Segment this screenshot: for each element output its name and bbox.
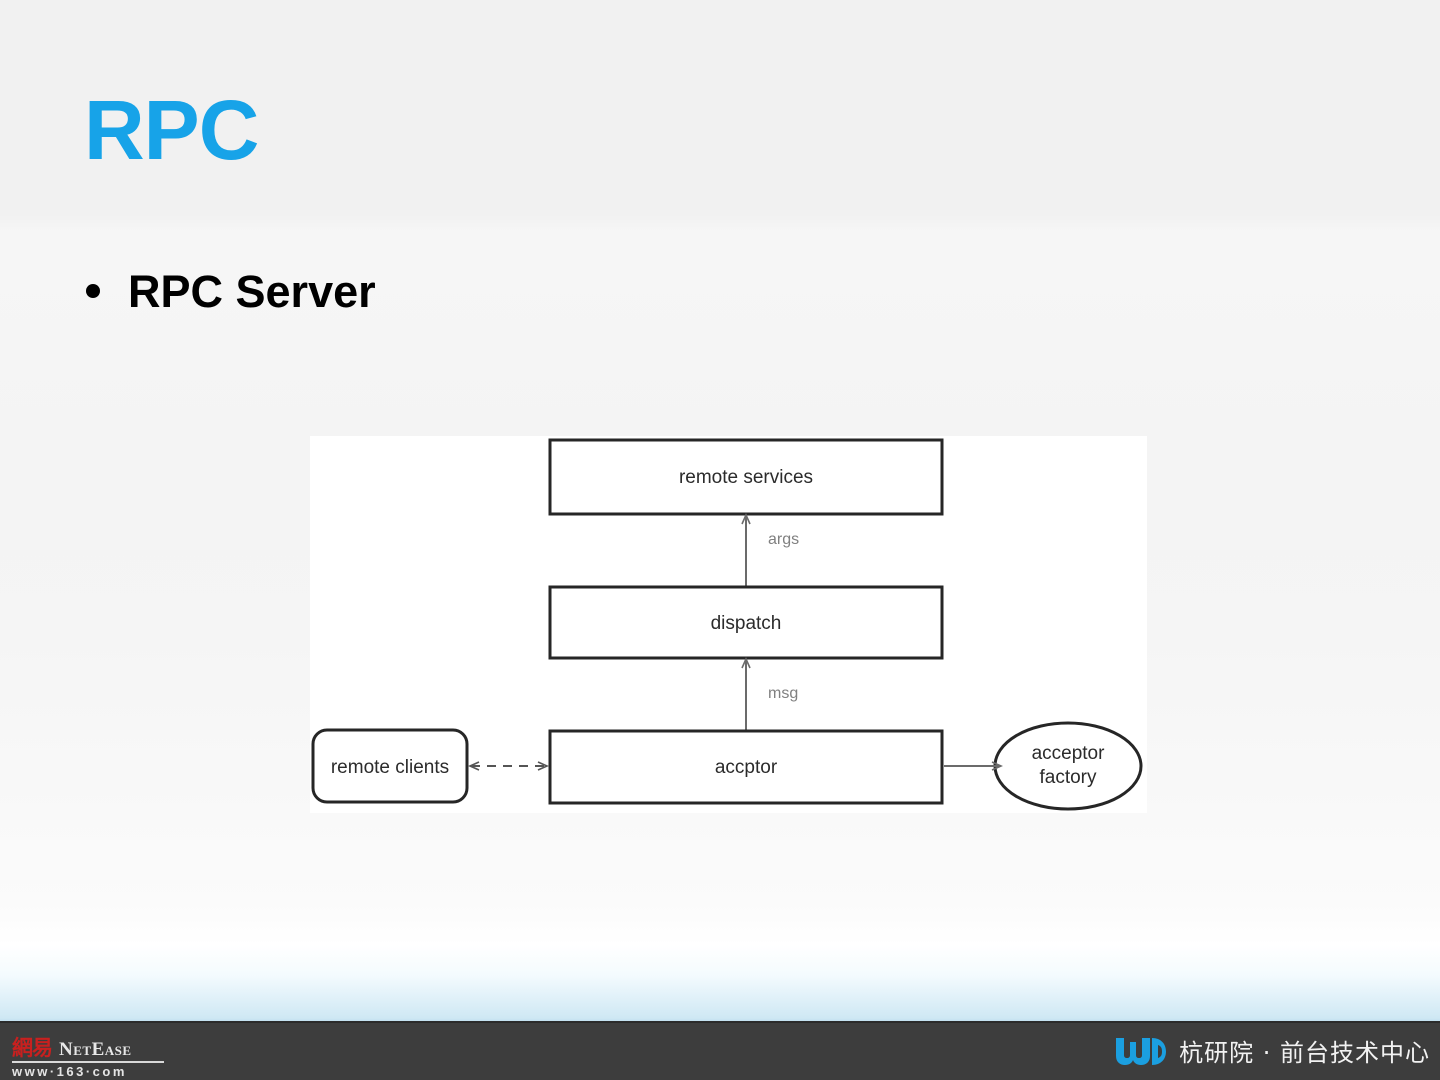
bullet-item-label: RPC Server bbox=[128, 266, 376, 317]
netease-logo-cn: 網易 bbox=[12, 1036, 53, 1060]
page-title: RPC bbox=[84, 83, 259, 177]
wd-logo-icon bbox=[1116, 1037, 1167, 1065]
diagram-node-remote-clients: remote clients bbox=[311, 728, 469, 804]
rpc-server-diagram: remote services args dispatch msg accpto… bbox=[311, 438, 1143, 811]
diagram-node-label: accptor bbox=[715, 757, 778, 778]
bullet-item: RPC Server bbox=[86, 268, 376, 315]
footer-bar: 網易 NetEase www·163·com 杭研院 · 前台技术中心 bbox=[0, 1021, 1440, 1080]
netease-logo-rule bbox=[12, 1061, 164, 1063]
netease-logo-top: 網易 NetEase bbox=[12, 1035, 172, 1060]
diagram-node-remote-services: remote services bbox=[548, 438, 944, 516]
diagram-node-label: remote services bbox=[679, 467, 813, 488]
diagram-node-accptor: accptor bbox=[548, 729, 944, 805]
diagram-node-label-line1: acceptor bbox=[1032, 743, 1106, 764]
netease-logo: 網易 NetEase www·163·com bbox=[12, 1035, 172, 1079]
department-logo: 杭研院 · 前台技术中心 bbox=[1113, 1033, 1430, 1068]
diagram-node-label: dispatch bbox=[711, 613, 782, 634]
diagram-node-dispatch: dispatch bbox=[548, 585, 944, 660]
diagram-edge-label-args: args bbox=[768, 531, 799, 548]
netease-logo-en: NetEase bbox=[59, 1039, 132, 1060]
diagram-edge-msg: msg bbox=[741, 657, 798, 730]
diagram-edge-label-msg: msg bbox=[768, 685, 798, 702]
diagram-image: remote services args dispatch msg accpto… bbox=[310, 436, 1147, 813]
diagram-edge-args: args bbox=[741, 513, 799, 586]
bullet-dot-icon bbox=[86, 284, 100, 298]
diagram-node-label: remote clients bbox=[331, 757, 449, 778]
department-logo-label: 杭研院 · 前台技术中心 bbox=[1179, 1039, 1430, 1067]
diagram-node-label-line2: factory bbox=[1039, 767, 1097, 788]
netease-logo-url: www·163·com bbox=[12, 1064, 127, 1079]
diagram-node-acceptor-factory: acceptor factory bbox=[993, 721, 1143, 811]
